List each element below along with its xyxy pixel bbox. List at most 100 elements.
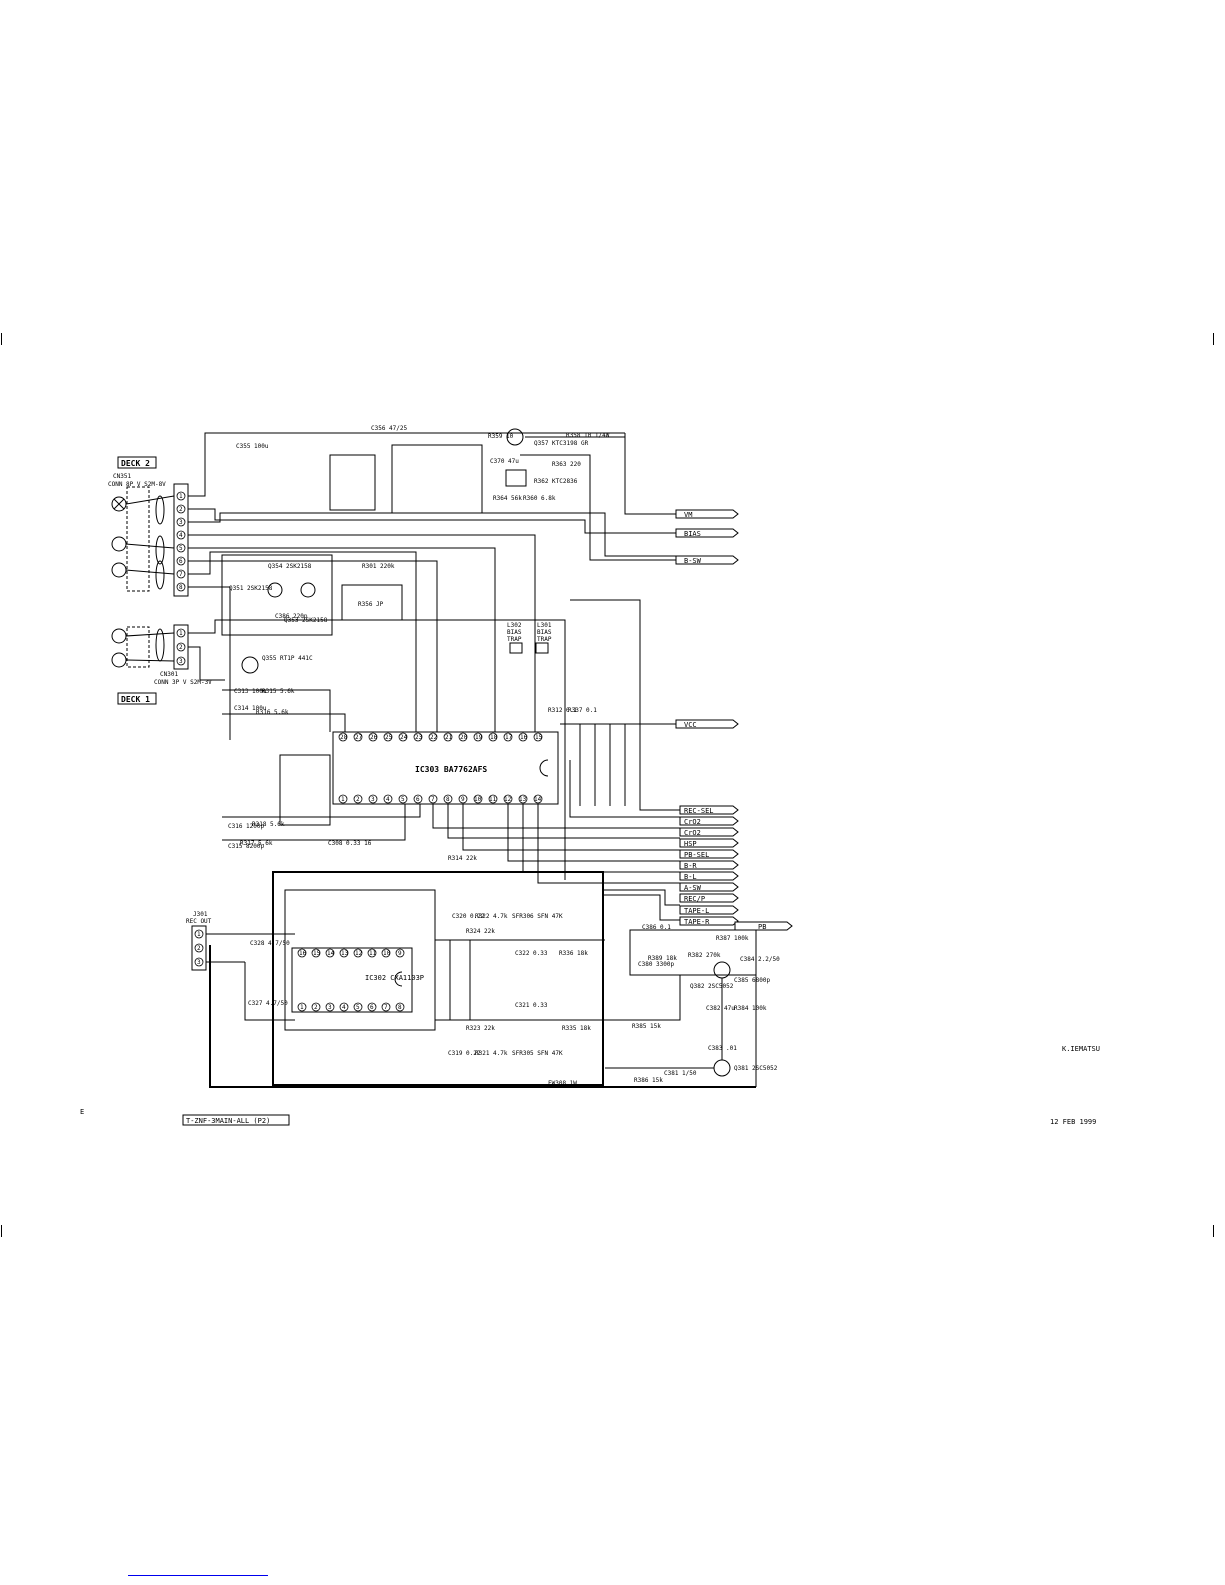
signal-vm: VM (684, 511, 692, 519)
c321-label: C321 0.33 (515, 1002, 548, 1009)
deck2-label-box (117, 456, 157, 469)
cn351-connector (173, 483, 189, 597)
c315-label: C315 8200p (228, 843, 265, 850)
svg-text:25: 25 (385, 734, 393, 741)
signal-a-sw: A-SW (684, 884, 702, 892)
switch-array-a (329, 454, 376, 511)
q351-label: Q351 2SK2158 (229, 585, 273, 592)
q355-transistor-icon (241, 656, 259, 674)
r335-label: R335 18k (562, 1025, 591, 1032)
playback-head-r-icon (111, 652, 127, 668)
l301-trap (535, 642, 549, 654)
svg-text:26: 26 (370, 734, 378, 741)
svg-text:12: 12 (355, 950, 363, 957)
page-ref: T-ZNF-3MAIN-ALL (P2) (186, 1117, 270, 1125)
svg-text:9: 9 (461, 796, 465, 803)
svg-text:1: 1 (300, 1004, 304, 1011)
svg-text:11: 11 (489, 796, 497, 803)
svg-text:3: 3 (179, 519, 183, 526)
power-switch-section: Q357 KTC3198 GR R362 KTC2836 C356 47/25 … (188, 425, 715, 561)
svg-text:7: 7 (431, 796, 435, 803)
r318-label: R318 5.6k (252, 821, 285, 828)
page-ref-box (182, 1114, 290, 1126)
r323-label: R323 22k (466, 1025, 495, 1032)
q382-transistor-icon (713, 961, 731, 979)
r385-label: R385 15k (632, 1023, 661, 1030)
r314-label: R314 22k (448, 855, 477, 862)
q357-transistor-icon (506, 428, 524, 446)
q381-transistor-icon (713, 1059, 731, 1077)
q381-label: Q381 2SC5052 (734, 1065, 778, 1072)
svg-text:5: 5 (401, 796, 405, 803)
svg-text:2: 2 (314, 1004, 318, 1011)
svg-text:12: 12 (504, 796, 512, 803)
c327-label: C327 4.7/50 (248, 1000, 288, 1007)
svg-text:5: 5 (356, 1004, 360, 1011)
cn351-label: CN351 (113, 473, 131, 480)
deck1-label: DECK 1 (121, 695, 150, 704)
signal-b-sw: B-SW (684, 557, 702, 565)
left-edge-mark-top (1, 333, 2, 345)
footer: T-ZNF-3MAIN-ALL (P2) K.IEMATSU 12 FEB 19… (80, 1045, 1100, 1126)
fw308-label: FW308 1W (548, 1080, 577, 1087)
svg-text:3: 3 (371, 796, 375, 803)
svg-text:4: 4 (342, 1004, 346, 1011)
ic302-pins-bottom: 1 2 3 4 5 6 7 8 (297, 1002, 405, 1012)
svg-text:7: 7 (384, 1004, 388, 1011)
svg-text:6: 6 (416, 796, 420, 803)
svg-text:3: 3 (179, 658, 183, 665)
svg-text:1: 1 (341, 796, 345, 803)
r356-label: R356 JP (358, 601, 384, 608)
svg-text:10: 10 (383, 950, 391, 957)
r387-label: R387 100k (716, 935, 749, 942)
q353-fet-icon (300, 582, 316, 598)
signal-rec-sel: REC-SEL (684, 807, 714, 815)
q352-transistor-icon (505, 469, 527, 487)
record-head-r-icon (111, 562, 127, 578)
c355-label: C355 100u (236, 443, 269, 450)
svg-text:14: 14 (327, 950, 335, 957)
left-edge-mark-bottom (1, 1225, 2, 1237)
svg-text:TRAP: TRAP (507, 636, 522, 643)
footer-link-underline[interactable] (128, 1575, 268, 1576)
svg-text:2: 2 (356, 796, 360, 803)
svg-text:15: 15 (313, 950, 321, 957)
svg-text:2: 2 (197, 945, 201, 952)
l301-label: L301 (537, 622, 552, 629)
signal-vcc: VCC (684, 721, 697, 729)
c380-label: C380 3300p (638, 961, 675, 968)
c381-label: C381 1/50 (664, 1070, 697, 1077)
svg-text:10: 10 (474, 796, 482, 803)
ic302: IC302 CXA1103P 16 15 14 13 12 11 10 9 1 … (284, 889, 436, 1031)
svg-text:BIAS: BIAS (537, 629, 552, 636)
cn351-type: CONN 8P V S2M-8V (108, 481, 166, 488)
svg-text:1: 1 (179, 493, 183, 500)
r322-label: R322 4.7k (475, 913, 508, 920)
svg-text:16: 16 (299, 950, 307, 957)
playback-head-l-icon (111, 628, 127, 644)
corner-mark: E (80, 1108, 84, 1116)
c319-label: C319 0.22 (448, 1050, 481, 1057)
l302-trap (509, 642, 523, 654)
signal-cro2-a: CrO2 (684, 818, 701, 826)
c316-label: C316 1200p (228, 823, 265, 830)
ic302-label: IC302 CXA1103P (365, 974, 424, 982)
c386b-label: C386 220p (275, 613, 308, 620)
svg-text:1: 1 (179, 630, 183, 637)
signal-rec-p: REC/P (684, 895, 705, 903)
signal-bias: BIAS (684, 530, 701, 538)
signal-hsp: HSP (684, 840, 697, 848)
deck2-section: DECK 2 CN351 CONN 8P V S2M-8V 1 2 3 4 5 … (108, 456, 189, 597)
r364-label: R364 56k (493, 495, 522, 502)
bias-traps: L302 BIAS TRAP L301 BIAS TRAP (507, 622, 552, 654)
svg-text:27: 27 (355, 734, 363, 741)
signal-cro2-b: CrO2 (684, 829, 701, 837)
signal-pb: PB (758, 923, 766, 931)
r324-label: R324 22k (466, 928, 495, 935)
svg-text:7: 7 (179, 571, 183, 578)
sfr306-label: SFR306 SFN 47K (512, 913, 563, 920)
q352-label: R362 KTC2836 (534, 478, 578, 485)
deck2-label: DECK 2 (121, 459, 150, 468)
r382-label: R382 270k (688, 952, 721, 959)
c383-label: C383 .01 (708, 1045, 737, 1052)
